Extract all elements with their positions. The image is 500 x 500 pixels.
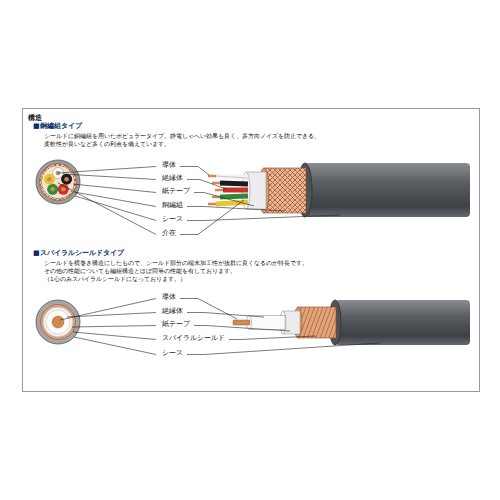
conductor [61, 187, 66, 192]
part-name: 絶縁体 [162, 308, 183, 316]
sheath-body [335, 300, 470, 345]
wire-red [223, 188, 248, 193]
leader-line [180, 167, 209, 176]
description-line: 柔軟性が良いなど多くの利点を備えています。 [44, 141, 170, 147]
leader-line [58, 167, 156, 174]
type-heading: ■銅編組タイプ [33, 123, 82, 131]
part-name: スパイラルシールド [162, 335, 225, 343]
insulated-wires [208, 176, 248, 204]
leader-line [180, 200, 244, 235]
spiral-cross-section [36, 300, 80, 344]
insulation-ring [46, 310, 70, 334]
wire-green [220, 196, 248, 197]
spiral-shield-ring [41, 305, 76, 340]
part-name: 紙テープ [162, 188, 190, 196]
core-green [47, 184, 58, 195]
sheath-body [305, 163, 470, 217]
conductor [64, 177, 69, 182]
leader-line [75, 196, 156, 221]
part-name: シース [162, 350, 183, 358]
conductor [233, 320, 250, 325]
leader-line [187, 313, 264, 318]
leader-lines [60, 299, 380, 355]
leader-line [60, 299, 156, 321]
conductor-tip [215, 189, 223, 192]
sheath-ring [36, 160, 80, 204]
paper-tape-ring [43, 307, 73, 337]
part-name: シース [162, 216, 183, 224]
wire-white [216, 176, 248, 178]
conductor-tip [208, 175, 216, 178]
part-name: 銅編組 [162, 202, 183, 210]
leader-line [194, 193, 254, 207]
sheath-ring [36, 300, 80, 344]
leader-line [187, 215, 340, 221]
description-line: シールドを横巻き構造にしたもので、シールド部分の端末加工性が抜群に良くなるのが特… [44, 260, 308, 266]
part-name: 介在 [162, 230, 176, 238]
part-name: 絶縁体 [162, 175, 183, 183]
leader-line [58, 183, 156, 235]
section-heading: 構造 [23, 109, 479, 123]
leader-line [67, 313, 156, 318]
leader-line [187, 343, 380, 355]
part-name: 導体 [162, 162, 176, 170]
core-black [61, 174, 72, 185]
leader-line [63, 174, 156, 180]
paper-tape-ring [42, 166, 74, 198]
description-line: （1心のみスパイラルシールドになっております。） [44, 276, 186, 282]
conductor [52, 316, 64, 328]
leader-lines [58, 167, 340, 235]
leader-line [187, 207, 284, 212]
leader-line [229, 336, 316, 340]
conductor [47, 177, 52, 182]
part-name: 紙テープ [162, 321, 190, 329]
leader-line [74, 337, 156, 355]
braid-ring [40, 164, 77, 201]
type-heading: ■スパイラルシールドタイプ [33, 250, 124, 258]
conductor-tip [212, 182, 220, 185]
description-line: シールドに銅編組を用いたポピュラータイプ。静電しゃへい効果も良く、多方向ノイズを… [44, 133, 320, 139]
wire-outline [216, 176, 248, 178]
leader-line [72, 326, 156, 328]
leader-line [187, 180, 226, 190]
spiral-shield-layer [298, 307, 336, 338]
braid-layer [264, 168, 306, 213]
conductor-tip [208, 203, 216, 206]
description-line: その他の性能についても編組構造とほぼ同等の性能を有しております。 [44, 268, 236, 274]
insulation-layer [249, 316, 285, 330]
part-name: 導体 [162, 294, 176, 302]
leader-line [194, 326, 290, 332]
leader-line [73, 184, 156, 193]
leader-line [180, 299, 237, 320]
conductor [50, 187, 55, 192]
wire-black [220, 183, 248, 184]
braided-cross-section [36, 160, 80, 204]
leader-line [73, 332, 156, 340]
filler [43, 167, 73, 197]
conductor-tip [212, 196, 220, 199]
core-yellow [44, 174, 55, 185]
